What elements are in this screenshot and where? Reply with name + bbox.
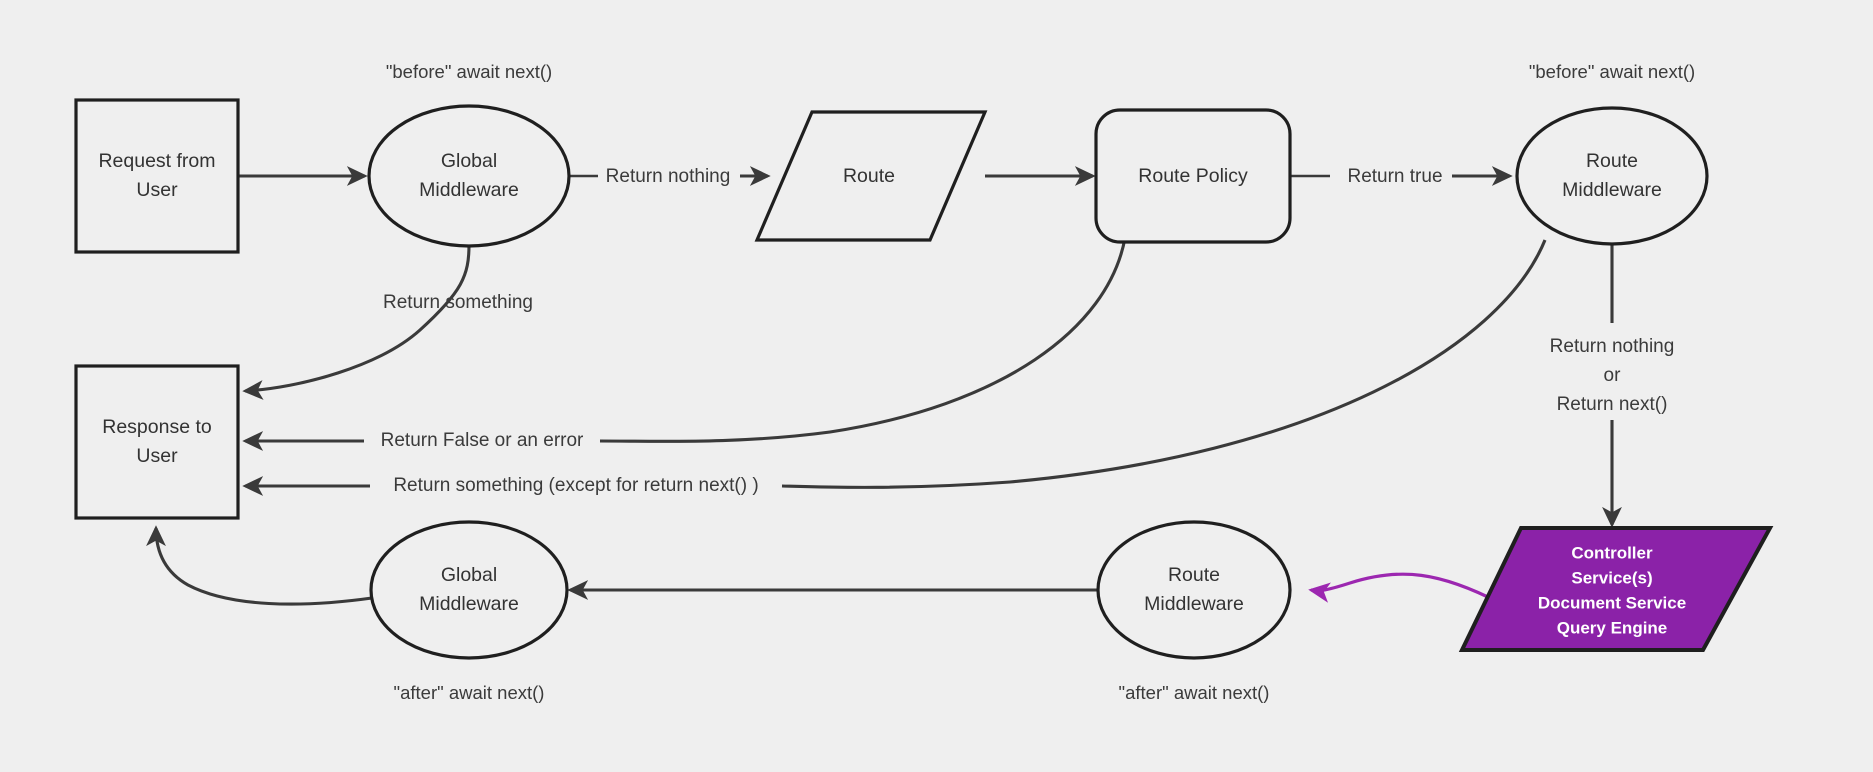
global-middleware-top-label-line1: Global — [441, 150, 497, 172]
edge-label-return-nothing-or-next-line3: Return next() — [1557, 394, 1668, 415]
route-middleware-top-label-line2: Middleware — [1562, 179, 1662, 201]
global-middleware-bottom-label-line1: Global — [441, 564, 497, 586]
annotation-after-await-next-left: "after" await next() — [394, 682, 545, 703]
route-middleware-top-ellipse — [1515, 106, 1709, 246]
edge-global-middleware-bottom-to-response — [146, 525, 373, 606]
node-route[interactable]: Route — [754, 110, 988, 242]
node-route-middleware-bottom[interactable]: Route Middleware — [1096, 520, 1292, 660]
response-to-user-label-line2: User — [136, 445, 178, 467]
route-middleware-bottom-label-line1: Route — [1168, 564, 1220, 586]
response-to-user-label-line1: Response to — [102, 416, 212, 438]
global-middleware-bottom-label-line2: Middleware — [419, 593, 519, 615]
node-global-middleware-top[interactable]: Global Middleware — [367, 104, 571, 248]
request-from-user-label-line2: User — [136, 179, 178, 201]
route-policy-label: Route Policy — [1138, 165, 1248, 187]
global-middleware-top-label-line2: Middleware — [419, 179, 519, 201]
route-middleware-top-label-line1: Route — [1586, 150, 1638, 172]
request-from-user-label-line1: Request from — [98, 150, 215, 172]
annotation-before-await-next-left: "before" await next() — [386, 61, 552, 82]
node-route-policy[interactable]: Route Policy — [1094, 108, 1292, 244]
annotation-after-await-next-right: "after" await next() — [1119, 682, 1270, 703]
route-policy-rect — [1094, 108, 1292, 244]
edge-controller-to-route-middleware-bottom — [1308, 572, 1501, 605]
route-parallelogram — [754, 110, 988, 242]
edge-label-return-nothing-or-next-line1: Return nothing — [1550, 336, 1675, 357]
controller-services-parallelogram — [1458, 526, 1774, 652]
edge-route-policy-curve-to-return-false — [599, 237, 1127, 443]
node-response-to-user[interactable]: Response to User — [74, 364, 240, 520]
route-middleware-bottom-label-line2: Middleware — [1144, 593, 1244, 615]
controller-label-line3: Document Service — [1538, 593, 1686, 612]
route-label: Route — [843, 165, 895, 187]
edge-route-middleware-curve-to-return-something-except — [781, 239, 1547, 489]
controller-label-line1: Controller — [1571, 543, 1653, 562]
node-route-middleware-top[interactable]: Route Middleware — [1515, 106, 1709, 246]
node-controller-services[interactable]: Controller Service(s) Document Service Q… — [1458, 526, 1774, 652]
node-request-from-user[interactable]: Request from User — [74, 98, 240, 254]
edge-label-return-something-except: Return something (except for return next… — [393, 475, 758, 496]
annotation-before-await-next-right: "before" await next() — [1529, 61, 1695, 82]
global-middleware-top-ellipse — [367, 104, 571, 248]
controller-label-line4: Query Engine — [1557, 618, 1668, 637]
route-middleware-bottom-ellipse — [1096, 520, 1292, 660]
controller-label-line2: Service(s) — [1571, 568, 1652, 587]
edge-label-return-false-or-error: Return False or an error — [381, 430, 584, 451]
request-from-user-rect — [74, 98, 240, 254]
response-to-user-rect — [74, 364, 240, 520]
edge-global-middleware-to-response-return-something — [242, 244, 471, 400]
edge-label-return-nothing: Return nothing — [606, 166, 731, 187]
node-global-middleware-bottom[interactable]: Global Middleware — [369, 520, 569, 660]
edge-label-return-something: Return something — [383, 292, 533, 313]
edge-label-return-nothing-or-next-line2: or — [1604, 365, 1622, 386]
global-middleware-bottom-ellipse — [369, 520, 569, 660]
edge-label-return-true: Return true — [1347, 166, 1442, 187]
